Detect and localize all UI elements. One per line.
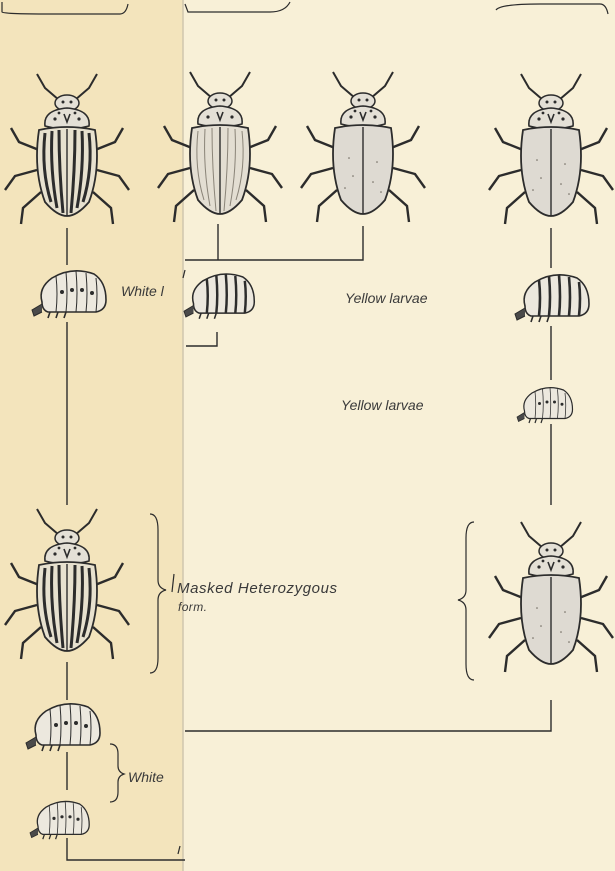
banded-larva-icon-right — [515, 275, 589, 322]
banded-larva-icon-middle — [184, 274, 254, 319]
plain-beetle-icon — [301, 72, 425, 222]
label-white-larvae-bottom: White — [128, 770, 164, 784]
bracket-masked-right — [458, 522, 474, 680]
label-masked-heterozygous: Masked Heterozygous — [177, 581, 338, 596]
top-bracket-right — [496, 4, 608, 14]
label-yellow-larvae-2: Yellow larvae — [341, 398, 424, 412]
small-larva-icon-right — [517, 388, 573, 423]
label-masked-form: form. — [178, 601, 207, 613]
plain-beetle-icon-right — [489, 74, 613, 224]
plain-beetle-icon-f2 — [489, 522, 613, 672]
top-bracket-middle — [185, 2, 290, 12]
label-white-larvae-top: White l — [121, 284, 164, 298]
label-yellow-larvae-1: Yellow larvae — [345, 291, 428, 305]
